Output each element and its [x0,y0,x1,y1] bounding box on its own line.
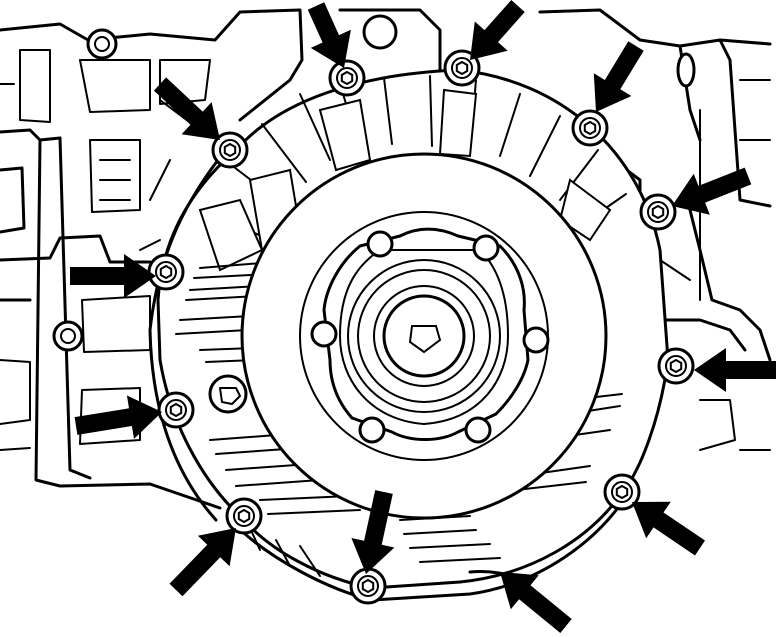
bolt-4[interactable] [639,193,677,231]
left-housing [0,8,442,510]
solid-black-arrow-icon [593,41,644,112]
hex-bolt-icon [583,120,597,136]
hex-bolt-icon [455,60,469,76]
bolt-3[interactable] [571,109,609,147]
hex-bolt-icon [340,70,354,86]
flange-hole [464,416,492,444]
solid-black-arrow-icon [672,167,752,215]
bolt-7[interactable] [349,567,387,605]
flange-hole [522,326,550,354]
housing-boss [676,52,696,88]
hex-bolt-icon [169,402,183,418]
solid-black-arrow-icon [70,254,156,298]
solid-black-arrow-icon [74,395,162,439]
solid-black-arrow-icon [307,2,351,68]
shaft-hex-socket [408,325,442,354]
bolt-1[interactable] [328,59,366,97]
right-housing [538,8,772,451]
bolt-8[interactable] [225,497,263,535]
housing-boss [52,320,84,352]
flange-hole [366,230,394,258]
flange-hole [472,234,500,262]
hex-bolt-icon [651,204,665,220]
flange-hole [358,416,386,444]
bolt-9[interactable] [157,391,195,429]
arrow-group [70,0,776,633]
hex-bolt-icon [615,484,629,500]
solid-black-arrow-icon [500,572,572,633]
bolt-5[interactable] [657,347,695,385]
housing-boss [362,14,398,50]
bolt-6[interactable] [603,473,641,511]
solid-black-arrow-icon [632,501,705,556]
hex-bolt-icon [361,578,375,594]
center-flange [240,152,608,520]
flange-hole [310,320,338,348]
hex-bolt-icon [669,358,683,374]
solid-black-arrow-icon [153,77,220,140]
solid-black-arrow-icon [169,528,236,597]
solid-black-arrow-icon [351,490,395,574]
solid-black-arrow-icon [470,0,525,60]
drain-plug [208,374,248,414]
bolt-10[interactable] [147,253,185,291]
hex-bolt-icon [159,264,173,280]
housing-boss [86,28,118,60]
hex-bolt-icon [223,142,237,158]
bolt-11[interactable] [211,131,249,169]
hex-bolt-icon [237,508,251,524]
solid-black-arrow-icon [694,348,776,392]
